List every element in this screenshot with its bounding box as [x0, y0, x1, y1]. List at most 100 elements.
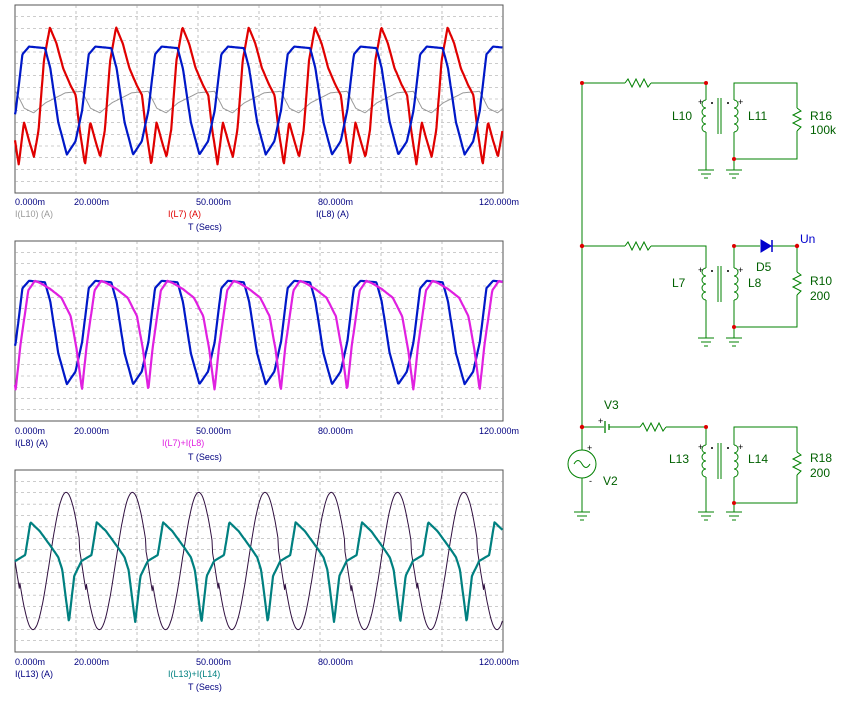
wire [772, 245, 798, 272]
wire [733, 131, 798, 160]
resistor-symbol [791, 451, 803, 476]
ground-symbol [726, 511, 742, 521]
plus-sign: + [698, 442, 703, 452]
wire [733, 426, 798, 452]
x-tick-label: 0.000m [15, 197, 45, 207]
plus-sign: + [598, 416, 603, 426]
value-R16: 100k [810, 123, 837, 137]
legend-entry: I(L13) (A) [15, 669, 53, 679]
legend-entry: I(L13)+I(L14) [168, 669, 220, 679]
inductor-coil [701, 444, 707, 478]
x-tick-label: 0.000m [15, 426, 45, 436]
ground-symbol [726, 169, 742, 179]
legend-entry: I(L8) (A) [15, 438, 48, 448]
x-tick-label: 20.000m [74, 426, 109, 436]
ground-symbol [698, 337, 714, 347]
wire [733, 295, 798, 328]
resistor-symbol [624, 240, 652, 252]
resistor-symbol [791, 271, 803, 296]
schematic-labels: L10 L11 R16 100k L7 L8 D5 Un R10 200 V3 … [587, 97, 837, 488]
x-tick-label: 50.000m [196, 197, 231, 207]
label-L13: L13 [669, 452, 689, 466]
series-line [13, 279, 503, 386]
inductor-coil [701, 99, 707, 133]
label-L11: L11 [748, 109, 767, 123]
x-tick-label: 80.000m [318, 426, 353, 436]
circuit-schematic [567, 77, 803, 521]
x-tick-labels: 0.000m 20.000m 50.000m 80.000m 120.000m [15, 197, 519, 207]
x-tick-label: 50.000m [196, 426, 231, 436]
x-tick-label: 120.000m [479, 426, 519, 436]
ac-source-wave [573, 460, 591, 468]
minus-sign: - [589, 476, 592, 486]
x-axis-title: T (Secs) [188, 452, 222, 462]
value-R18: 200 [810, 466, 830, 480]
winding-dots [711, 102, 729, 449]
plus-sign: + [738, 265, 743, 275]
inductor-coil [701, 267, 707, 301]
label-R18: R18 [810, 451, 832, 465]
inductor-coil [733, 267, 739, 301]
plot-panel-1: 0.000m 20.000m 50.000m 80.000m 120.000m … [13, 4, 519, 232]
legend-entry: I(L10) (A) [15, 209, 53, 219]
x-axis-title: T (Secs) [188, 682, 222, 692]
wire [733, 82, 798, 108]
x-tick-labels: 0.000m 20.000m 50.000m 80.000m 120.000m [15, 426, 519, 436]
resistor-symbol [639, 421, 667, 433]
wire [733, 475, 798, 504]
plus-sign: + [738, 442, 743, 452]
ground-symbol [698, 511, 714, 521]
x-tick-label: 0.000m [15, 657, 45, 667]
battery-symbol [604, 421, 610, 433]
x-tick-label: 20.000m [74, 657, 109, 667]
inductor-coil [733, 444, 739, 478]
plus-sign: + [698, 97, 703, 107]
series-line [13, 26, 504, 166]
label-R16: R16 [810, 109, 832, 123]
ground-symbol [574, 511, 590, 521]
label-L8: L8 [748, 276, 762, 290]
inductor-coil [733, 99, 739, 133]
x-tick-label: 120.000m [479, 657, 519, 667]
transformer-core [717, 443, 722, 479]
plot-traces [13, 26, 504, 166]
plus-sign: + [738, 97, 743, 107]
label-V3: V3 [604, 398, 619, 412]
ac-source-symbol [567, 449, 597, 479]
plot-panel-3: 0.000m 20.000m 50.000m 80.000m 120.000m … [14, 469, 519, 692]
plot-traces [13, 279, 503, 391]
series-line [13, 45, 503, 156]
ground-symbol [726, 337, 742, 347]
plot-traces [14, 491, 504, 631]
x-tick-label: 120.000m [479, 197, 519, 207]
plot-grid [15, 241, 503, 421]
label-L10: L10 [672, 109, 692, 123]
label-L14: L14 [748, 452, 768, 466]
legend-entry: I(L7) (A) [168, 209, 201, 219]
x-tick-label: 20.000m [74, 197, 109, 207]
series-line [13, 279, 503, 391]
x-axis-title: T (Secs) [188, 222, 222, 232]
resistor-symbol [624, 77, 652, 89]
plot-grid [15, 5, 503, 193]
x-tick-label: 50.000m [196, 657, 231, 667]
plot-panel-2: 0.000m 20.000m 50.000m 80.000m 120.000m … [13, 240, 519, 462]
wire [651, 245, 707, 268]
resistor-symbol [791, 107, 803, 132]
label-D5: D5 [756, 260, 772, 274]
label-V2: V2 [603, 474, 618, 488]
plus-sign: + [698, 265, 703, 275]
series-line [14, 90, 503, 114]
value-R10: 200 [810, 289, 830, 303]
x-tick-labels: 0.000m 20.000m 50.000m 80.000m 120.000m [15, 657, 519, 667]
series-line [14, 491, 503, 631]
series-line [14, 521, 504, 623]
label-R10: R10 [810, 274, 832, 288]
ground-symbol [698, 169, 714, 179]
junction-nodes [579, 81, 800, 505]
transformer-core [717, 98, 722, 134]
x-tick-label: 80.000m [318, 197, 353, 207]
diode-symbol [760, 239, 772, 253]
transformer-core [717, 266, 722, 302]
